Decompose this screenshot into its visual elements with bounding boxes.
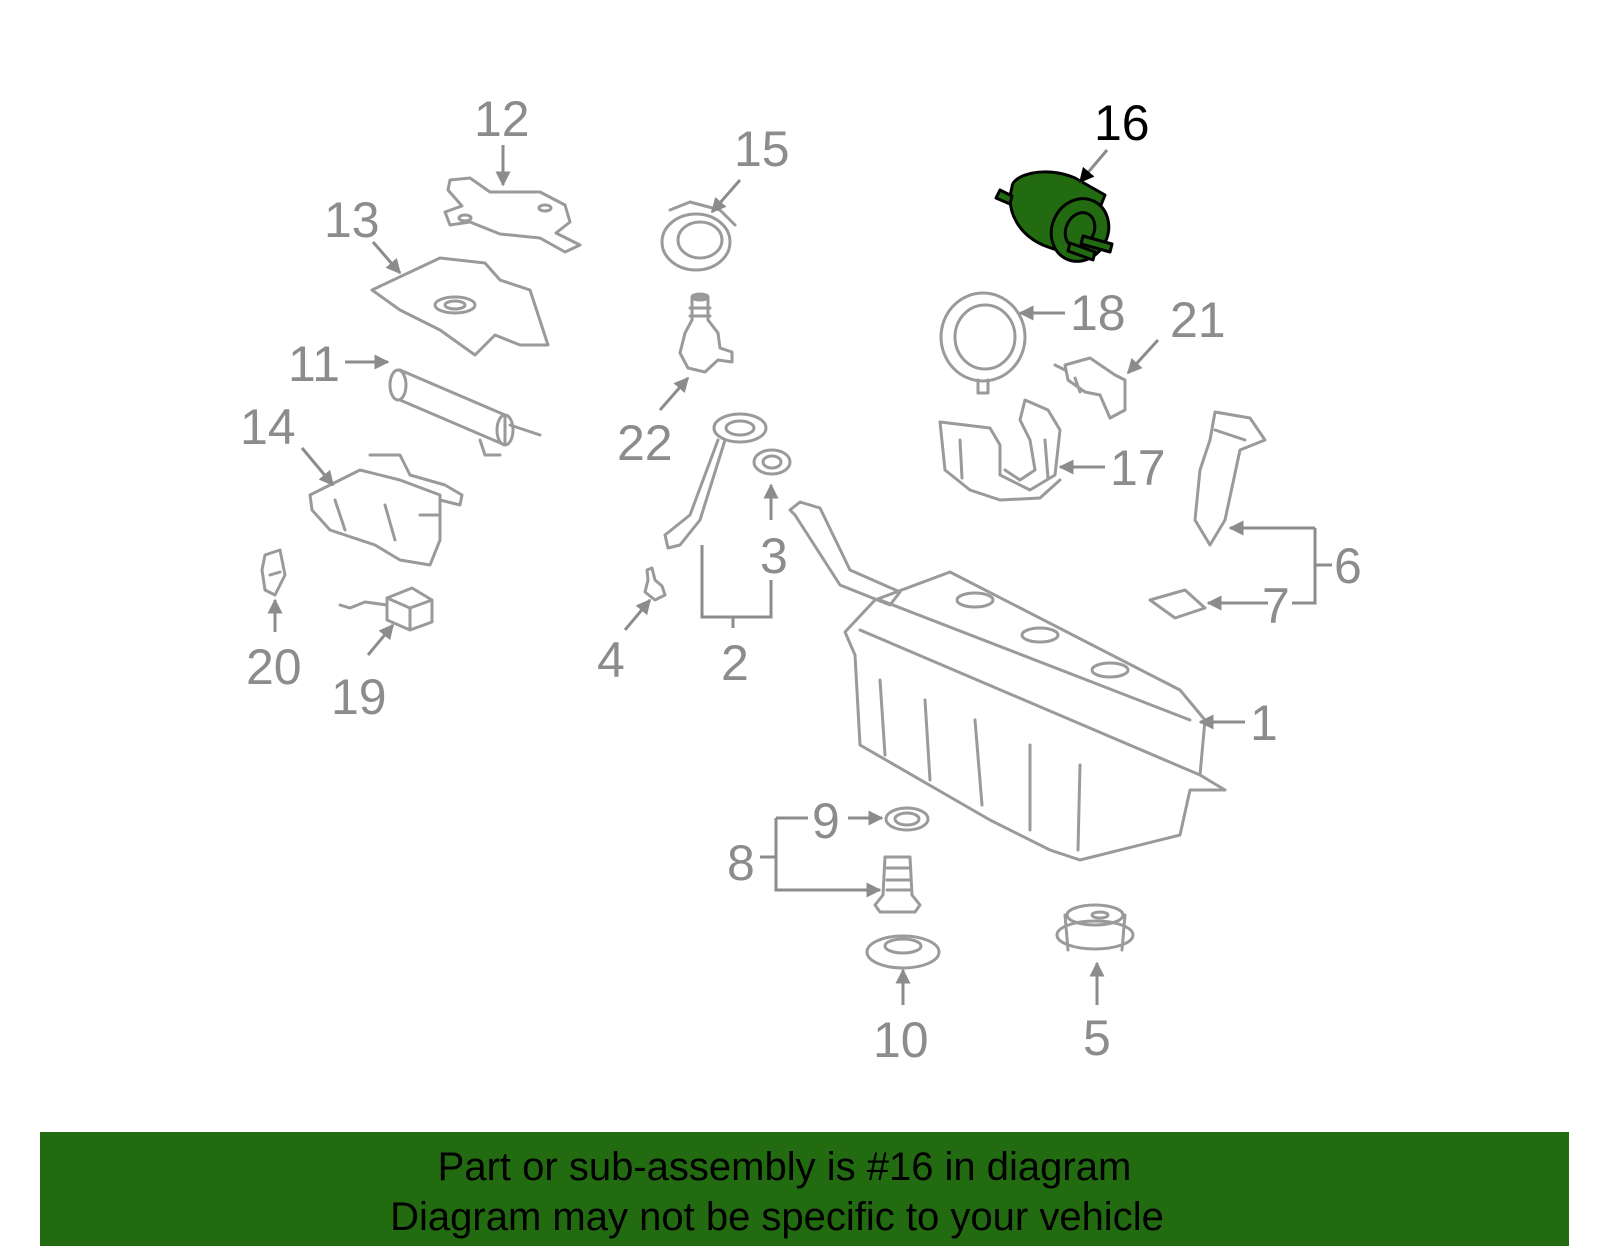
part-21-valve[interactable] — [1053, 356, 1127, 420]
part-18-ring[interactable] — [939, 291, 1027, 395]
callout-2: 2 — [721, 635, 749, 691]
leader-lines — [267, 145, 1332, 1005]
part-3-seal[interactable] — [752, 448, 792, 476]
part-8-plug[interactable] — [873, 855, 922, 914]
callout-14: 14 — [240, 399, 296, 455]
callout-3: 3 — [760, 528, 788, 584]
part-11-fuel-pump[interactable] — [388, 368, 542, 457]
callout-11: 11 — [288, 336, 340, 392]
callout-19: 19 — [331, 669, 387, 725]
part-7-pad[interactable] — [1148, 588, 1207, 620]
callout-6: 6 — [1334, 538, 1362, 594]
part-4-bolt[interactable] — [643, 566, 667, 602]
callout-15: 15 — [734, 121, 790, 177]
part-22-regulator[interactable] — [678, 292, 734, 374]
callout-4: 4 — [597, 632, 625, 688]
callout-7: 7 — [1262, 578, 1290, 634]
callout-22: 22 — [617, 415, 673, 471]
part-1-fuel-tank[interactable] — [788, 500, 1227, 862]
callout-13: 13 — [324, 192, 380, 248]
part-9-o-ring[interactable] — [884, 806, 930, 832]
part-13-cover-plate[interactable] — [370, 256, 550, 357]
part-2-filler-neck[interactable] — [663, 412, 768, 550]
part-10-cap[interactable] — [865, 934, 941, 970]
part-19-relay[interactable] — [338, 586, 434, 632]
callout-20: 20 — [246, 639, 302, 695]
banner-line-1: Part or sub-assembly is #16 in diagram — [437, 1145, 1132, 1189]
callout-8: 8 — [727, 835, 755, 891]
callout-16: 16 — [1094, 95, 1150, 151]
callout-1: 1 — [1250, 695, 1278, 751]
callout-5: 5 — [1083, 1010, 1111, 1066]
part-16-fuel-filter[interactable] — [994, 170, 1119, 271]
part-20-clip[interactable] — [260, 548, 287, 597]
part-5-cover[interactable] — [1055, 903, 1135, 952]
part-17-shield[interactable] — [938, 398, 1062, 502]
info-banner: Part or sub-assembly is #16 in diagram D… — [40, 1132, 1569, 1246]
callout-18: 18 — [1070, 285, 1126, 341]
part-6-sending-unit[interactable] — [1193, 410, 1267, 547]
part-15-clamp[interactable] — [660, 200, 737, 272]
part-12-bracket[interactable] — [443, 176, 582, 254]
callout-12: 12 — [474, 91, 530, 147]
part-14-pump-bracket[interactable] — [308, 453, 464, 567]
callout-10: 10 — [873, 1012, 929, 1068]
callout-17: 17 — [1110, 440, 1166, 496]
callout-labels: 1 2 3 4 5 6 7 8 9 10 11 12 13 14 15 16 1… — [240, 91, 1362, 1068]
callout-9: 9 — [812, 793, 840, 849]
callout-21: 21 — [1170, 292, 1226, 348]
banner-line-2: Diagram may not be specific to your vehi… — [390, 1195, 1164, 1239]
